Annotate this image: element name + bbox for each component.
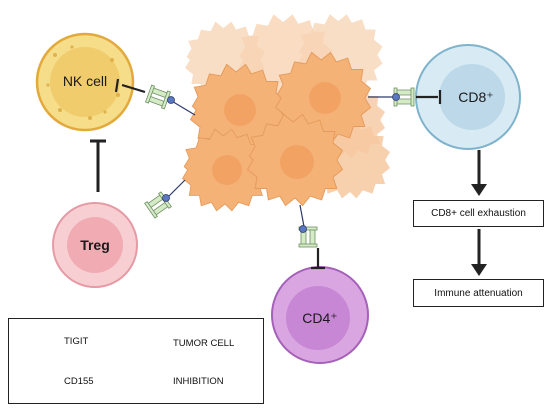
nk-cell-label: NK cell <box>63 73 107 89</box>
treg-inhibition <box>90 139 106 192</box>
nk-cell: NK cell <box>35 32 135 132</box>
tumor-cluster <box>182 14 390 212</box>
cd8-inhibition <box>416 90 442 104</box>
treg-cell: Treg <box>52 202 138 288</box>
tumor-cell <box>190 63 286 157</box>
legend: TIGIT TUMOR CELL CD155 INHIBITION <box>8 318 264 404</box>
flow-arrows <box>471 150 487 276</box>
legend-tumor-label: TUMOR CELL <box>173 338 235 349</box>
tigit-receptor-nk <box>145 84 171 110</box>
cd4-cell: CD4⁺ <box>271 266 369 364</box>
cd8-exhaustion-box: CD8+ cell exhaustion <box>413 200 544 227</box>
treg-label: Treg <box>80 237 110 253</box>
legend-tigit-label: TIGIT <box>64 336 89 347</box>
cd4-label: CD4⁺ <box>302 310 337 326</box>
immune-attenuation-text: Immune attenuation <box>434 287 523 299</box>
immune-attenuation-box: Immune attenuation <box>413 279 544 307</box>
cd155-ligand-cd4 <box>299 225 307 233</box>
legend-cd155-label: CD155 <box>64 376 94 387</box>
cd8-cell: CD8⁺ <box>415 44 521 150</box>
cd155-ligand-nk <box>167 96 175 104</box>
cd155-ligand-cd8 <box>392 93 400 101</box>
cd4-inhibition <box>311 248 325 270</box>
tumor-cell <box>182 128 268 212</box>
cd8-exhaustion-text: CD8+ cell exhaustion <box>431 208 526 219</box>
legend-inhibition-label: INHIBITION <box>173 376 224 387</box>
tumor-cell <box>247 113 343 207</box>
cd155-ligand-treg <box>162 194 170 202</box>
nk-inhibition <box>114 78 146 94</box>
tumor-cell <box>275 51 371 145</box>
cd8-label: CD8⁺ <box>458 89 493 105</box>
